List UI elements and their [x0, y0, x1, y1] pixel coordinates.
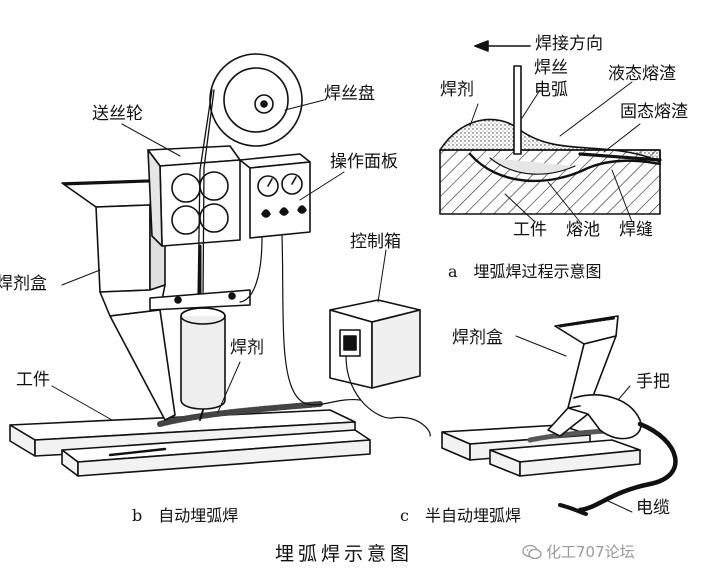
knob-2 — [280, 208, 288, 215]
welding-torch-b — [181, 316, 225, 409]
flux-nozzle — [110, 310, 175, 420]
control-box — [330, 250, 430, 436]
knob-3 — [298, 206, 306, 213]
label-flux-a: 焊剂 — [440, 82, 474, 99]
feed-wheel-3 — [172, 206, 200, 234]
automatic-welder-b — [10, 54, 370, 476]
label-control-box: 控制箱 — [350, 234, 401, 251]
direction-arrow-head — [475, 41, 488, 51]
label-arc: 电弧 — [534, 82, 568, 99]
label-weld-seam: 焊缝 — [619, 222, 653, 239]
control-panel-face — [250, 162, 310, 238]
label-wire-reel: 焊丝盘 — [324, 86, 375, 103]
watermark: 化工707论坛 — [522, 541, 635, 562]
label-handle: 手把 — [636, 374, 670, 391]
caption-a: a 埋弧焊过程示意图 — [448, 264, 602, 280]
label-liquid-slag: 液态熔渣 — [608, 66, 676, 83]
label-solid-slag: 固态熔渣 — [620, 104, 688, 121]
wechat-icon — [522, 544, 542, 560]
label-cable: 电缆 — [636, 500, 670, 517]
caption-b: b 自动埋弧焊 — [132, 508, 238, 524]
electrode-wire-a — [514, 66, 521, 154]
label-workpiece-b: 工件 — [16, 372, 50, 389]
label-feed-wheel: 送丝轮 — [92, 106, 143, 123]
feed-wheel-1 — [172, 174, 200, 202]
label-flux-hopper-b: 焊剂盒 — [0, 276, 47, 293]
label-flux-b: 焊剂 — [230, 340, 264, 357]
label-wire-a: 焊丝 — [534, 60, 568, 77]
flux-hopper-body — [96, 205, 150, 292]
label-welding-direction: 焊接方向 — [535, 36, 603, 53]
label-weld-pool: 熔池 — [566, 222, 600, 239]
caption-c: c 半自动埋弧焊 — [400, 508, 521, 524]
label-control-panel: 操作面板 — [330, 154, 398, 171]
label-workpiece-a: 工件 — [513, 222, 547, 239]
knob-1 — [262, 210, 270, 217]
diagram-title: 埋弧焊示意图 — [275, 545, 413, 564]
watermark-text: 化工707论坛 — [546, 541, 635, 562]
label-flux-hopper-c: 焊剂盒 — [452, 330, 503, 347]
